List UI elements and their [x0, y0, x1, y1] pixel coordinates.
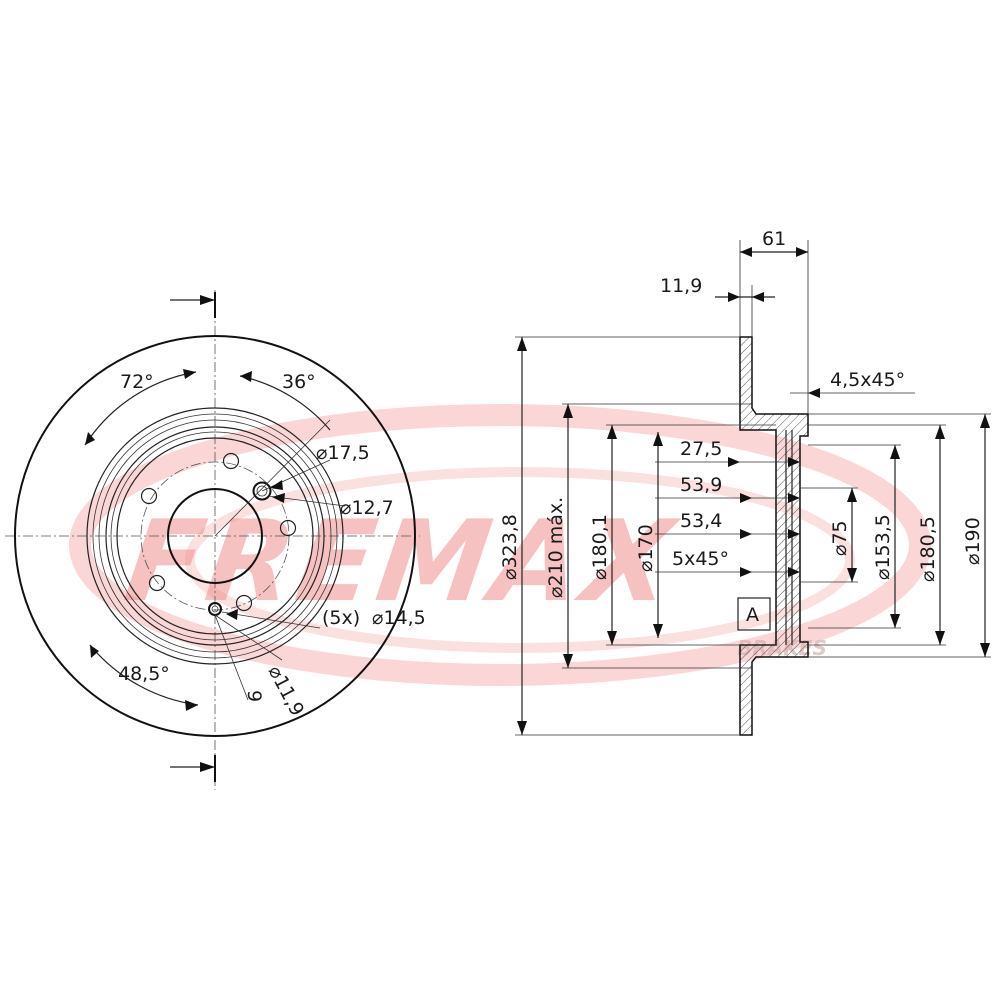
- dim-27-5-arrow: [728, 457, 740, 467]
- label-datum-a: A: [746, 604, 759, 626]
- disc-outer-edge: [14, 335, 416, 737]
- label-dia-180-5: ⌀180,5: [917, 516, 939, 582]
- cut-arrow-bottom: [200, 762, 215, 772]
- label-dia-75: ⌀75: [829, 520, 851, 556]
- angle-arc-72: [84, 371, 197, 446]
- angle-arc-72-arrow-a: [85, 432, 95, 445]
- dim-75-arrow-b: [847, 568, 857, 582]
- disc-hat-ring-2: [98, 419, 332, 653]
- dim-180-5-arrow-a: [935, 425, 945, 439]
- leader-17-5-arrow: [270, 480, 283, 490]
- label-depth-53-9: 53,9: [680, 474, 722, 496]
- dim-153-5-arrow-b: [890, 614, 900, 628]
- dim-190-arrow-b: [980, 643, 990, 657]
- dim-27-5-arrow-b: [788, 457, 800, 467]
- dim-61-arrow-b: [796, 247, 808, 257]
- dim-180-1-arrow-a: [607, 425, 617, 439]
- center-bore: [167, 488, 263, 584]
- leader-9: [214, 614, 249, 701]
- dim-5x45-arrow: [740, 567, 752, 577]
- label-depth-53-4: 53,4: [680, 510, 722, 532]
- label-dia-180-1: ⌀180,1: [589, 514, 611, 580]
- leader-14-5: [221, 611, 321, 629]
- bolt-hole-4: [148, 574, 166, 592]
- dim-190-arrow-a: [980, 414, 990, 428]
- dim-5x45-arrow-b: [788, 567, 800, 577]
- angle-arc-48-5-arrow-a: [90, 645, 99, 658]
- label-dim-9: 9: [243, 690, 265, 702]
- label-dia-170: ⌀170: [635, 524, 657, 572]
- label-dia-323-8: ⌀323,8: [499, 514, 521, 580]
- threaded-hole-2-inner: [211, 605, 219, 613]
- label-dia-12-7: ⌀12,7: [340, 497, 394, 519]
- section-profile: [739, 336, 809, 736]
- label-dia-210: ⌀210 máx.: [545, 497, 567, 598]
- angle-36-leader: [214, 419, 331, 537]
- leader-12-7-arrow: [272, 493, 285, 503]
- watermark-swoosh-outer: [69, 404, 931, 686]
- dim-210-arrow-a: [563, 404, 573, 418]
- disc-hat-ring-5: [116, 437, 314, 635]
- threaded-hole-1: [252, 481, 272, 501]
- label-dia-17-5: ⌀17,5: [316, 442, 370, 464]
- watermark-swoosh-inner: [185, 467, 855, 653]
- dim-180-5-arrow-b: [935, 631, 945, 645]
- bolt-hole-2: [140, 487, 158, 505]
- label-thick-11-9: 11,9: [660, 275, 702, 297]
- bolt-hole-5: [235, 594, 253, 612]
- angle-arc-48-5-arrow-b: [185, 700, 198, 711]
- dim-53-4-arrow: [740, 529, 752, 539]
- dim-53-4-arrow-b: [788, 529, 800, 539]
- dim-180-1-arrow-b: [607, 631, 617, 645]
- angle-arc-36-arrow: [240, 371, 252, 382]
- label-angle-36: 36°: [282, 371, 316, 393]
- threaded-hole-1-inner: [256, 485, 268, 497]
- label-dia-190: ⌀190: [962, 517, 984, 565]
- section-view: A 61 11,9 4,5x45° 27,5 53,9 53,4 5x: [499, 228, 991, 736]
- leader-11-9: [214, 614, 283, 661]
- label-width-61: 61: [762, 228, 786, 250]
- label-depth-27-5: 27,5: [680, 438, 722, 460]
- dim-53-9-arrow-b: [788, 493, 800, 503]
- datum-a-box: [737, 597, 771, 631]
- disc-hat-ring-3: [105, 426, 325, 646]
- leader-4-5-arrow: [808, 388, 820, 398]
- label-holes-5x: (5x): [322, 607, 360, 629]
- label-chamfer-5: 5x45°: [672, 548, 729, 570]
- cut-arrow-top: [200, 295, 215, 305]
- label-chamfer-4-5: 4,5x45°: [830, 369, 905, 391]
- disc-hat-ring-1: [92, 413, 338, 659]
- label-dia-153-5: ⌀153,5: [872, 514, 894, 580]
- dim-11-9-arrow-a: [728, 292, 740, 302]
- dim-170-arrow-a: [653, 432, 663, 446]
- dim-153-5-arrow-a: [890, 445, 900, 459]
- dim-170-arrow-b: [653, 624, 663, 638]
- disc-hat-outer: [86, 407, 344, 665]
- dim-75-arrow-a: [847, 488, 857, 502]
- angle-arc-72-arrow-b: [183, 369, 196, 379]
- label-dia-14-5: ⌀14,5: [372, 607, 426, 629]
- angle-arc-48-5: [89, 644, 199, 706]
- bolt-hole-3: [279, 519, 297, 537]
- dim-323-8-arrow-a: [517, 337, 527, 351]
- dim-210-arrow-b: [563, 654, 573, 668]
- bolt-hole-1: [222, 452, 240, 470]
- disc-hat-ring-4: [110, 431, 320, 641]
- front-view: 72° 36° 48,5° ⌀17,5 ⌀12,7 (5x) ⌀14,5 ⌀11…: [5, 290, 426, 790]
- label-angle-48-5: 48,5°: [118, 663, 170, 685]
- dim-53-9-arrow: [740, 493, 752, 503]
- dim-11-9-arrow-b: [752, 292, 764, 302]
- leader-14-5-arrow: [226, 609, 238, 620]
- dim-323-8-arrow-b: [517, 721, 527, 735]
- label-angle-72: 72°: [120, 371, 154, 393]
- dim-61-arrow-a: [740, 247, 752, 257]
